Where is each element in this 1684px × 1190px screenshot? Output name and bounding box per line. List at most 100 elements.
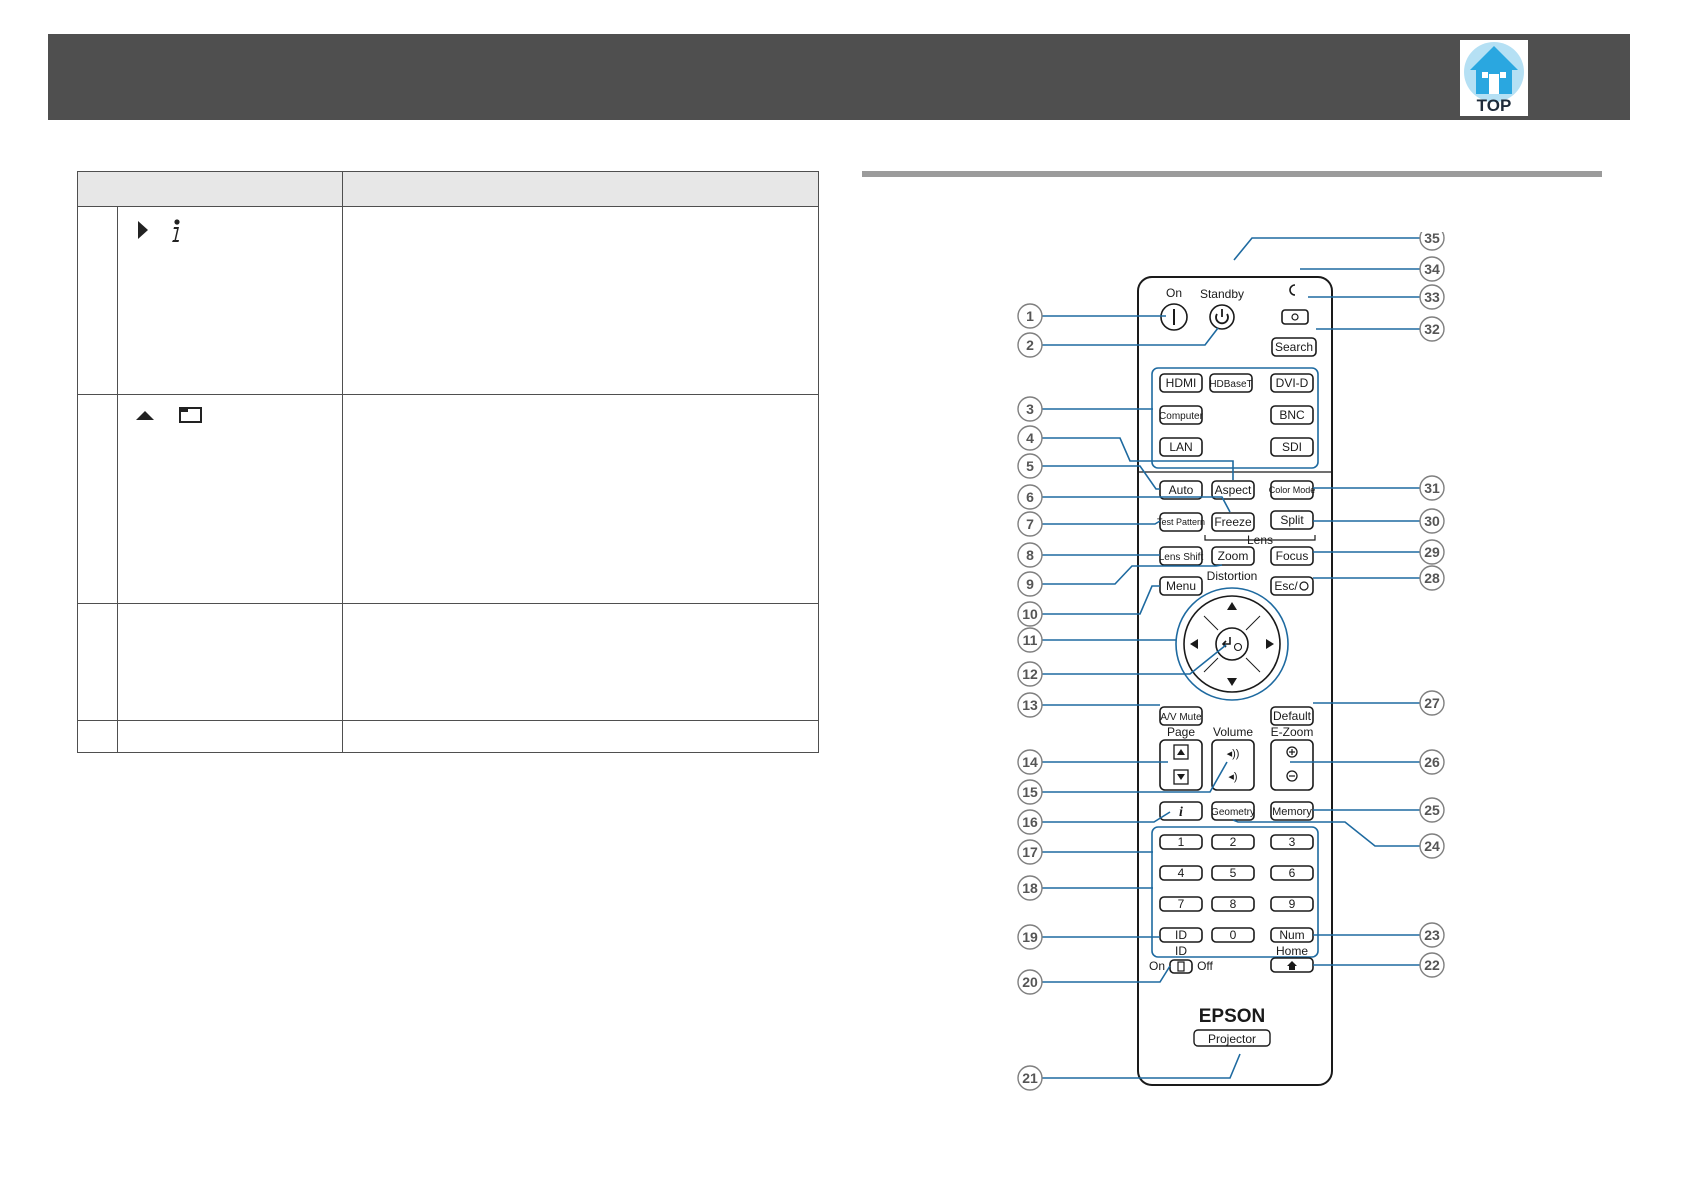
numpad-button-7[interactable]: 7: [1159, 896, 1203, 912]
zoom-button[interactable]: Zoom: [1211, 546, 1255, 566]
callout-30: 30: [1419, 508, 1445, 534]
id-switch[interactable]: [1169, 959, 1193, 974]
callout-12: 12: [1017, 661, 1043, 687]
page-up-button[interactable]: [1173, 744, 1189, 760]
svg-text:27: 27: [1424, 695, 1440, 711]
callout-18: 18: [1017, 875, 1043, 901]
numpad-button-8[interactable]: 8: [1211, 896, 1255, 912]
section-rule: [862, 171, 1602, 177]
hdmi-button[interactable]: HDMI: [1159, 373, 1203, 393]
callout-16: 16: [1017, 809, 1043, 835]
svg-text:13: 13: [1022, 697, 1038, 713]
power-on-button[interactable]: [1160, 303, 1188, 331]
callout-5: 5: [1017, 453, 1043, 479]
hdbaset-button[interactable]: HDBaseT: [1209, 373, 1253, 393]
svg-text:11: 11: [1023, 632, 1038, 648]
test-pattern-button[interactable]: Test Pattern: [1157, 512, 1205, 532]
numpad-button-2[interactable]: 2: [1211, 834, 1255, 850]
numpad-button-5[interactable]: 5: [1211, 865, 1255, 881]
left-button[interactable]: [1190, 639, 1198, 649]
callout-34: 34: [1419, 256, 1445, 282]
dvid-button[interactable]: DVI-D: [1270, 373, 1314, 393]
ezoom-in-button[interactable]: [1286, 746, 1298, 758]
standby-button[interactable]: [1209, 304, 1235, 330]
svg-text:Lens Shift: Lens Shift: [1159, 552, 1204, 563]
numpad-button-6[interactable]: 6: [1270, 865, 1314, 881]
split-button[interactable]: Split: [1270, 510, 1314, 530]
top-banner: [48, 34, 1630, 120]
numpad-button-9[interactable]: 9: [1270, 896, 1314, 912]
callout-26: 26: [1419, 749, 1445, 775]
home-button[interactable]: [1270, 957, 1314, 973]
model-label: Projector: [1208, 1032, 1256, 1046]
ezoom-out-button[interactable]: [1286, 770, 1298, 782]
computer-button[interactable]: Computer: [1159, 405, 1204, 425]
svg-text:Freeze: Freeze: [1214, 515, 1252, 529]
enter-button[interactable]: [1215, 627, 1249, 661]
callout-23: 23: [1419, 922, 1445, 948]
svg-text:22: 22: [1424, 957, 1440, 973]
svg-text:Color Mode: Color Mode: [1269, 485, 1316, 495]
svg-text:8: 8: [1230, 897, 1237, 911]
page-down-button[interactable]: [1173, 769, 1189, 785]
default-button[interactable]: Default: [1270, 706, 1314, 726]
on-label: On: [1166, 286, 1182, 300]
home-label: Home: [1276, 944, 1308, 958]
volume-up-button[interactable]: ◂)): [1227, 748, 1240, 760]
memory-button[interactable]: Memory: [1270, 801, 1314, 821]
mouse-icon: [1299, 581, 1309, 591]
svg-text:12: 12: [1022, 666, 1038, 682]
auto-button[interactable]: Auto: [1159, 480, 1203, 500]
callout-19: 19: [1017, 924, 1043, 950]
svg-text:A/V Mute: A/V Mute: [1160, 712, 1202, 723]
svg-text:34: 34: [1424, 261, 1440, 277]
right-button[interactable]: [1266, 639, 1274, 649]
svg-text:7: 7: [1178, 897, 1185, 911]
up-button[interactable]: [1227, 602, 1237, 610]
illumination-button[interactable]: [1281, 309, 1309, 325]
top-link[interactable]: TOP: [1460, 40, 1528, 116]
callout-13: 13: [1017, 692, 1043, 718]
svg-text:29: 29: [1424, 544, 1440, 560]
svg-text:16: 16: [1022, 814, 1038, 830]
freeze-button[interactable]: Freeze: [1211, 512, 1255, 532]
sdi-button[interactable]: SDI: [1270, 437, 1314, 457]
down-button[interactable]: [1227, 678, 1237, 686]
table-divider: [117, 207, 118, 752]
numpad-button-3[interactable]: 3: [1270, 834, 1314, 850]
numpad-button-0[interactable]: 0: [1211, 927, 1255, 943]
up-arrow-icon: [136, 411, 154, 420]
callout-27: 27: [1419, 690, 1445, 716]
color-mode-button[interactable]: Color Mode: [1269, 480, 1316, 500]
svg-text:9: 9: [1026, 576, 1034, 592]
svg-text:6: 6: [1289, 866, 1296, 880]
search-button[interactable]: Search: [1271, 337, 1317, 357]
home-icon: [1470, 46, 1518, 94]
svg-text:15: 15: [1022, 784, 1038, 800]
svg-text:21: 21: [1022, 1070, 1038, 1086]
geometry-button[interactable]: Geometry: [1211, 801, 1255, 821]
aspect-button[interactable]: Aspect: [1211, 480, 1255, 500]
callout-20: 20: [1017, 969, 1043, 995]
av-mute-button[interactable]: A/V Mute: [1159, 706, 1203, 726]
num-button[interactable]: Num: [1270, 927, 1314, 943]
lens-shift-button[interactable]: Lens Shift: [1159, 546, 1204, 566]
numpad-frame: [1151, 826, 1319, 958]
volume-down-button[interactable]: ◂): [1228, 771, 1237, 783]
svg-text:10: 10: [1022, 606, 1038, 622]
esc-button[interactable]: Esc/: [1270, 576, 1314, 596]
menu-button[interactable]: Menu: [1159, 576, 1203, 596]
focus-button[interactable]: Focus: [1270, 546, 1314, 566]
id-switch-on-label: On: [1149, 959, 1165, 973]
info-button[interactable]: i: [1159, 801, 1203, 821]
standby-label: Standby: [1200, 287, 1244, 301]
ezoom-label: E-Zoom: [1271, 725, 1314, 739]
info-icon: [172, 219, 180, 242]
bnc-button[interactable]: BNC: [1270, 405, 1314, 425]
id-button[interactable]: ID: [1159, 927, 1203, 943]
svg-text:HDMI: HDMI: [1166, 376, 1197, 390]
numpad-button-1[interactable]: 1: [1159, 834, 1203, 850]
numpad-button-4[interactable]: 4: [1159, 865, 1203, 881]
lan-button[interactable]: LAN: [1159, 437, 1203, 457]
callout-33: 33: [1419, 284, 1445, 310]
